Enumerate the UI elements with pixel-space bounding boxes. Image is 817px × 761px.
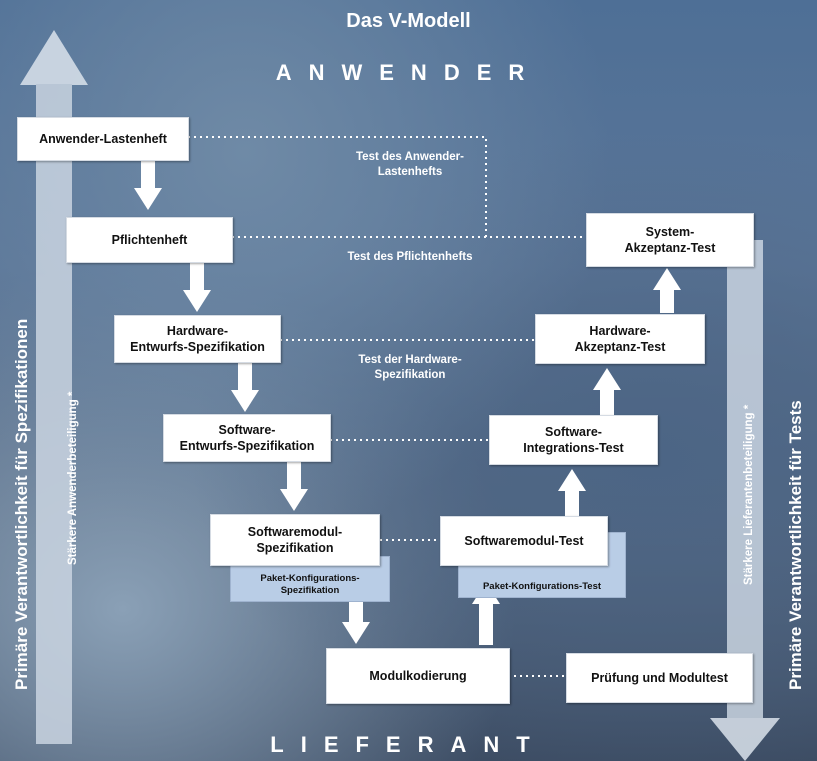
box-software-integrations-test: Software- Integrations-Test [489,415,658,465]
left-up-arrow [20,30,88,744]
down-arrows [134,160,370,644]
box-system-akzeptanz-test: System- Akzeptanz-Test [586,213,754,267]
box-hardware-entwurfs-spezifikation: Hardware- Entwurfs-Spezifikation [114,315,281,363]
label-test-pflichtenheft: Test des Pflichtenhefts [347,251,473,263]
label-test-lastenheft: Test des Anwender- Lastenhefts [356,151,464,178]
right-down-arrow [710,240,780,761]
box-modulkodierung: Modulkodierung [326,648,510,704]
down-arrow-4 [280,461,308,511]
right-axis-secondary: Stärkere Lieferantenbeteiligung * [743,404,755,585]
up-arrow-2 [558,469,586,516]
box-pruefung-und-modultest: Prüfung und Modultest [566,653,753,703]
left-axis-secondary: Stärkere Anwenderbeteiligung * [67,391,79,565]
box-hardware-akzeptanz-test: Hardware- Akzeptanz-Test [535,314,705,364]
diagram-title: Das V-Modell [346,10,471,32]
box-softwaremodul-spezifikation: Softwaremodul- Spezifikation [210,514,380,566]
left-axis-primary: Primäre Verantwortlichkeit für Spezifika… [12,318,31,690]
down-arrow-3 [231,362,259,412]
dotted-links [188,136,590,677]
box-anwender-lastenheft: Anwender-Lastenheft [17,117,189,161]
down-arrow-2 [183,262,211,312]
bottom-band-label: LIEFERANT [270,732,547,757]
box-pflichtenheft: Pflichtenheft [66,217,233,263]
top-band-label: ANWENDER [275,60,542,85]
down-arrow-1 [134,160,162,210]
label-test-hardware: Test der Hardware- Spezifikation [358,354,462,381]
up-arrow-3 [593,368,621,415]
box-softwaremodul-test: Softwaremodul-Test [440,516,608,566]
down-arrow-5 [342,600,370,644]
right-axis-primary: Primäre Verantwortlichkeit für Tests [786,400,805,690]
up-arrow-4 [653,268,681,313]
box-software-entwurfs-spezifikation: Software- Entwurfs-Spezifikation [163,414,331,462]
